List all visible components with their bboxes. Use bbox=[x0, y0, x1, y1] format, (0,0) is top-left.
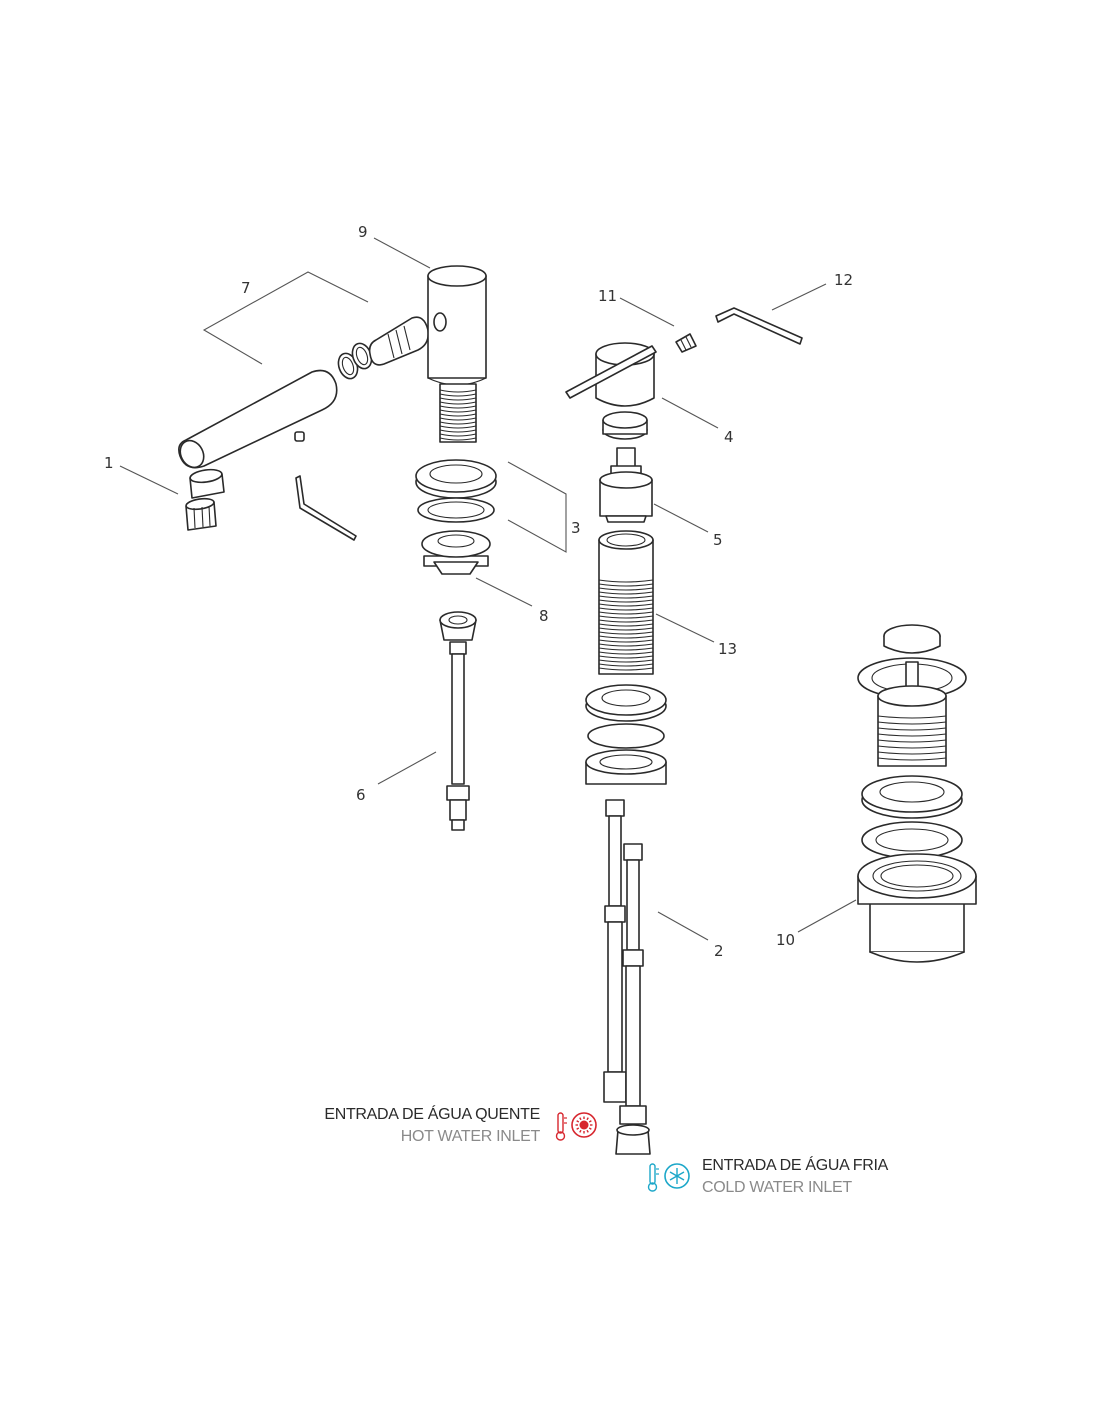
leader-lines bbox=[119, 237, 857, 941]
mixer-body bbox=[427, 265, 487, 443]
callout-5: 5 bbox=[713, 531, 723, 549]
hot-inlet-subtitle: HOT WATER INLET bbox=[401, 1128, 541, 1145]
threaded-shank bbox=[585, 530, 667, 785]
snowflake-icon bbox=[664, 1163, 690, 1189]
lever-handle bbox=[565, 342, 657, 440]
allen-key-large bbox=[715, 307, 803, 345]
allen-key-small bbox=[295, 475, 357, 541]
callout-1: 1 bbox=[104, 454, 114, 472]
callout-2: 2 bbox=[714, 942, 724, 960]
hot-water-inlet-label: ENTRADA DE ÁGUA QUENTE HOT WATER INLET bbox=[324, 1104, 597, 1145]
cold-water-inlet-label: ENTRADA DE ÁGUA FRIA COLD WATER INLET bbox=[647, 1155, 889, 1196]
callout-11: 11 bbox=[598, 287, 617, 305]
spout-assembly bbox=[178, 316, 430, 469]
callout-9: 9 bbox=[358, 223, 368, 241]
callout-10: 10 bbox=[776, 931, 795, 949]
aerator bbox=[185, 468, 225, 531]
callout-6: 6 bbox=[356, 786, 366, 804]
body-washers bbox=[415, 459, 497, 575]
thermometer-icon bbox=[647, 1163, 659, 1192]
callout-3: 3 bbox=[571, 519, 581, 537]
cartridge bbox=[599, 447, 653, 523]
pop-up-waste bbox=[857, 624, 977, 963]
sun-icon bbox=[571, 1112, 597, 1138]
hot-inlet-title: ENTRADA DE ÁGUA QUENTE bbox=[324, 1104, 540, 1123]
flex-hose-short bbox=[439, 611, 477, 831]
callout-12: 12 bbox=[834, 271, 853, 289]
callout-13: 13 bbox=[718, 640, 737, 658]
cold-inlet-subtitle: COLD WATER INLET bbox=[702, 1179, 852, 1196]
thermometer-icon bbox=[555, 1112, 567, 1141]
callout-numbers: 1 2 3 4 5 6 7 8 9 10 11 12 13 bbox=[104, 223, 853, 960]
grub-screw bbox=[675, 333, 697, 353]
callout-7: 7 bbox=[241, 279, 251, 297]
flex-hoses-long bbox=[603, 799, 651, 1155]
cold-inlet-title: ENTRADA DE ÁGUA FRIA bbox=[702, 1155, 889, 1174]
callout-4: 4 bbox=[724, 428, 734, 446]
callout-8: 8 bbox=[539, 607, 549, 625]
